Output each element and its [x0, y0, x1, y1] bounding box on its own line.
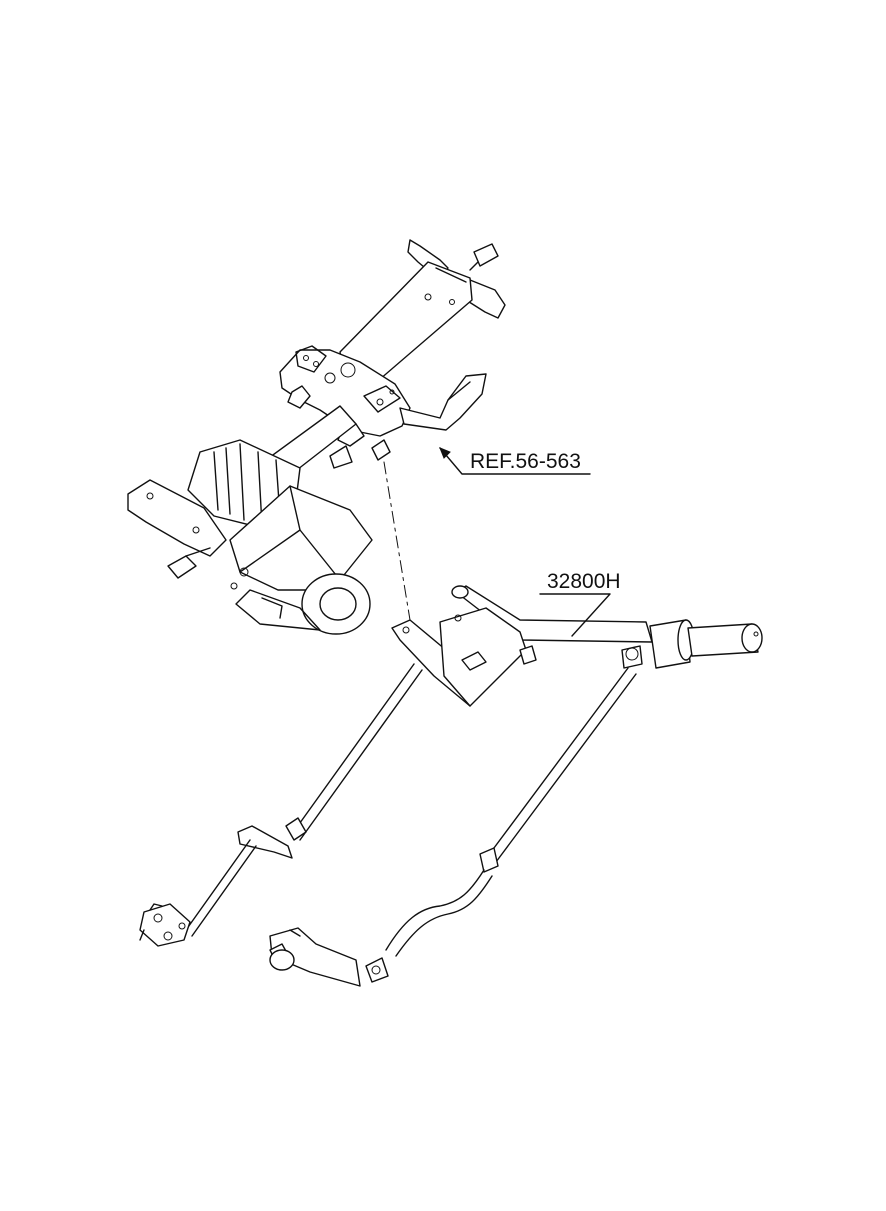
ref-callout: REF.56-563: [439, 447, 591, 475]
ref-label: REF.56-563: [470, 450, 581, 473]
dashed-leader-line: [383, 461, 411, 621]
steering-column-assembly: [127, 239, 506, 635]
part-number-label: 32800H: [547, 570, 621, 593]
part-number-callout: 32800H: [539, 570, 621, 637]
shift-cable-assembly: [139, 585, 763, 987]
